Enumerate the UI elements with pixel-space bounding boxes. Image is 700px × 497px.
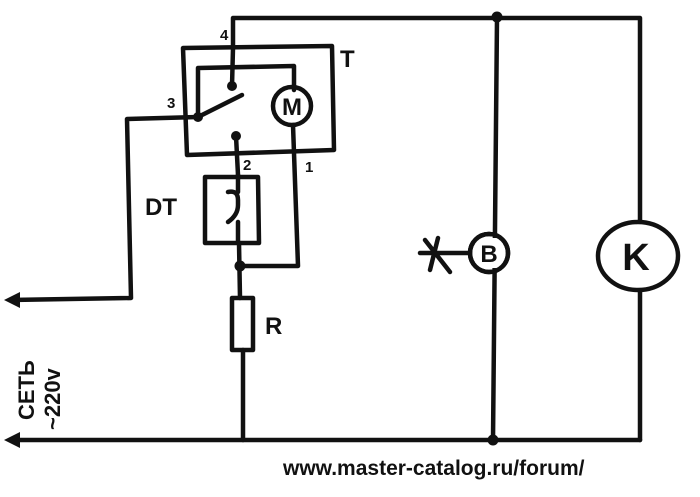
junction-bottom [487, 434, 499, 446]
resistor-label: R [265, 313, 282, 340]
wire-dt-to-r [236, 240, 243, 301]
wire-pin-2 [233, 133, 241, 178]
defrost-thermostat-label: DT [145, 194, 177, 221]
fan-label: B [480, 241, 497, 268]
fan-fill [475, 238, 503, 268]
fan-impeller-icon [417, 235, 473, 275]
arrow-mains-bottom [4, 432, 20, 448]
compressor-label: K [622, 237, 650, 279]
wire-contact-4 [229, 45, 236, 89]
watermark-url: www.master-catalog.ru/forum/ [282, 457, 585, 480]
pin-label-3: 3 [167, 95, 175, 112]
wire-internal-loop [195, 63, 297, 120]
arrow-mains-top [4, 292, 20, 308]
pin-label-1: 1 [305, 159, 313, 176]
wire-pin-1 [238, 122, 301, 269]
pin-label-2: 2 [243, 157, 251, 174]
resistor-symbol [229, 295, 256, 353]
defrost-thermostat-box [202, 174, 262, 246]
switch-blade [195, 92, 245, 120]
defrost-contact [225, 172, 241, 246]
compressor-symbol [595, 219, 681, 293]
contact-4 [227, 81, 237, 91]
wire-pin-3 [7, 114, 201, 303]
thermostat-label: T [340, 46, 355, 73]
voltage-label: ~220v [40, 367, 65, 430]
pin-label-4: 4 [220, 27, 229, 44]
motor-label: M [282, 94, 302, 121]
mains-label: СЕТЬ [14, 360, 39, 420]
wire-fan-branch [490, 15, 500, 443]
